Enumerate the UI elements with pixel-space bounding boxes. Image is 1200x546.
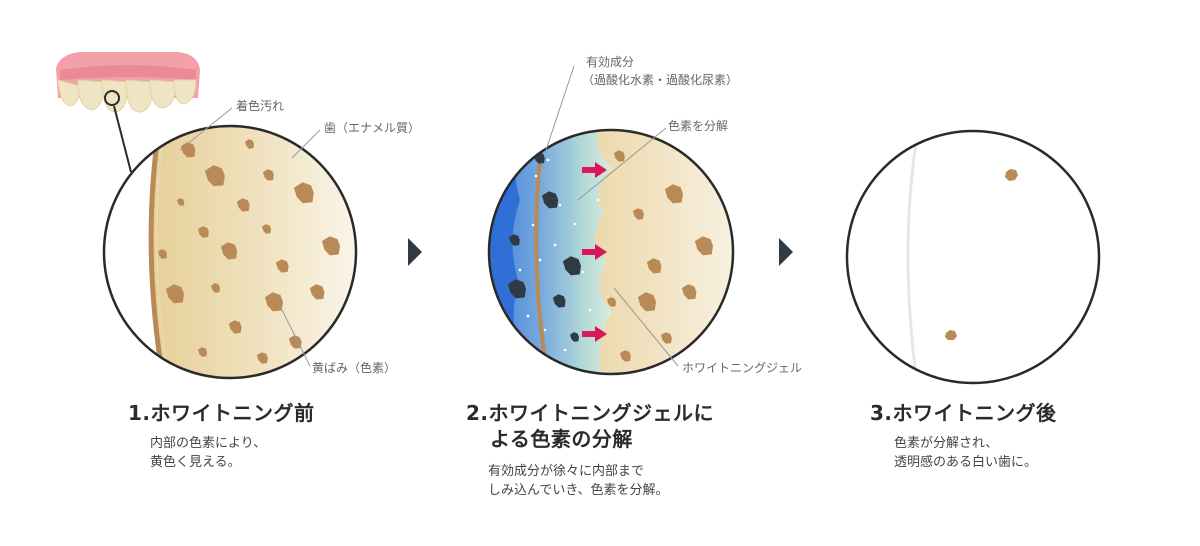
panel-3-title: 3.ホワイトニング後 <box>870 401 1057 425</box>
pigment-blob <box>613 150 625 162</box>
circle-during <box>487 128 735 376</box>
pigment-blob <box>275 259 289 273</box>
pigment-blob <box>681 284 697 300</box>
sparkle-dot <box>526 314 530 318</box>
panel-2-title: 2.ホワイトニングジェルに よる色素の分解 <box>466 400 714 452</box>
pigment-blob <box>660 332 672 344</box>
leader-pigment <box>277 301 311 367</box>
panel-1-title: 1.ホワイトニング前 <box>128 401 315 425</box>
zoom-target-circle <box>104 90 120 106</box>
pigment-blob <box>552 294 566 308</box>
pigment-blob <box>288 335 302 349</box>
sparkle-dot <box>543 328 547 332</box>
panel-3-desc-line-2: 透明感のある白い歯に。 <box>894 455 1038 470</box>
step-arrow-1-icon <box>408 238 422 266</box>
pigment-blob <box>256 352 268 364</box>
panel-2-title-line-1: 2.ホワイトニングジェルに <box>466 401 715 425</box>
panel-2-title-line-2: よる色素の分解 <box>490 427 633 451</box>
sparkle-dot <box>553 243 557 247</box>
label-pigment: 黄ばみ（色素） <box>312 361 396 375</box>
label-gel: ホワイトニングジェル <box>682 361 802 375</box>
zoom-connector-line <box>113 105 132 173</box>
pigment-blob <box>204 165 225 187</box>
label-active-1: 有効成分 <box>586 54 634 69</box>
pigment-blob <box>264 292 283 312</box>
pigment-blob <box>198 347 207 357</box>
teeth-illustration <box>56 52 200 113</box>
pigment-blob <box>165 284 184 304</box>
pigment-blob <box>507 279 526 299</box>
leader-decompose <box>577 127 667 201</box>
pigment-blob <box>309 284 325 300</box>
pigment-blob <box>321 236 340 256</box>
panel-3-desc-line-1: 色素が分解され、 <box>894 436 999 451</box>
panel-2-desc-line-2: しみ込んでいき、色素を分解。 <box>488 483 669 498</box>
pigment-blob <box>293 182 314 204</box>
circle-before <box>102 124 358 380</box>
sparkle-dot <box>563 348 567 352</box>
sparkle-dot <box>534 174 538 178</box>
panel-3-desc: 色素が分解され、 透明感のある白い歯に。 <box>894 434 1037 472</box>
pigment-blob <box>236 198 250 212</box>
pigment-blob <box>262 169 274 181</box>
panel-2-desc: 有効成分が徐々に内部まで しみ込んでいき、色素を分解。 <box>488 462 668 500</box>
pigment-blob <box>570 332 579 342</box>
sparkle-dot <box>573 222 577 226</box>
pigment-blob <box>607 297 616 307</box>
penetration-arrows <box>582 162 607 342</box>
pigment-blob <box>664 184 683 204</box>
pigment-blob <box>541 191 559 209</box>
pigment-blob <box>220 242 238 260</box>
pigment-blob <box>632 208 644 220</box>
pigment-blob <box>262 224 271 234</box>
pigment-blob <box>619 350 631 362</box>
sparkle-dot <box>596 198 600 202</box>
sparkle-dot <box>531 223 535 227</box>
panel-1-desc: 内部の色素により、 黄色く見える。 <box>150 434 266 472</box>
label-enamel: 歯（エナメル質） <box>324 120 420 135</box>
panel-1-desc-line-1: 内部の色素により、 <box>150 436 267 451</box>
pigment-blob <box>158 249 167 259</box>
pigment-blob <box>228 320 242 334</box>
pigment-blob <box>177 198 185 206</box>
sparkle-dot <box>581 270 585 274</box>
label-decompose: 色素を分解 <box>668 119 728 133</box>
pigment-blob <box>637 292 656 312</box>
pigment-blob <box>694 236 713 256</box>
gel-sparkles <box>518 158 600 352</box>
leader-enamel <box>291 129 321 159</box>
sparkle-dot <box>588 308 592 312</box>
sparkle-dot <box>538 258 542 262</box>
pigment-blob <box>197 226 209 238</box>
leader-active <box>545 65 575 151</box>
leader-gel <box>613 287 679 367</box>
pigment-spots-gel <box>507 150 713 362</box>
pigment-blob <box>211 283 220 293</box>
panel-1-desc-line-2: 黄色く見える。 <box>150 455 241 470</box>
sparkle-dot <box>558 203 562 207</box>
pigment-blob <box>562 256 581 276</box>
leader-stain <box>179 107 233 151</box>
label-stain: 着色汚れ <box>236 98 284 113</box>
pigment-blob <box>508 234 520 246</box>
circle-after <box>845 129 1101 385</box>
panel-2-desc-line-1: 有効成分が徐々に内部まで <box>488 464 645 479</box>
step-arrow-2-icon <box>779 238 793 266</box>
pigment-blob <box>646 258 662 274</box>
sparkle-dot <box>546 158 550 162</box>
label-active-2: （過酸化水素・過酸化尿素） <box>582 72 738 87</box>
sparkle-dot <box>518 268 522 272</box>
pigment-blob <box>245 139 254 149</box>
